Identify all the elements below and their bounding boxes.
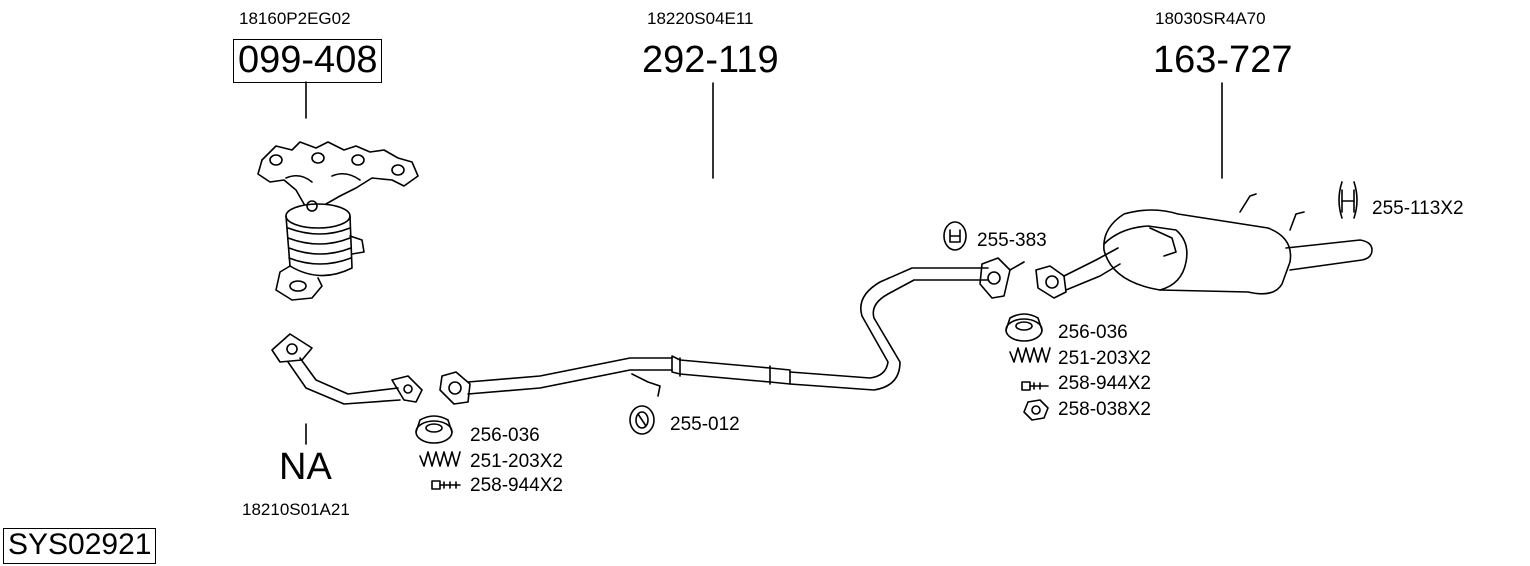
part-label-front-spring: 251-203X2 — [470, 451, 563, 472]
part-number-manifold: 099-408 — [233, 39, 383, 83]
part-number-rear-muffler: 163-727 — [1153, 39, 1293, 81]
part-number-front-pipe: NA — [279, 446, 332, 488]
part-label-mid-hanger: 255-012 — [670, 414, 740, 435]
bolt-icon — [431, 480, 461, 490]
part-label-rear-gasket: 256-036 — [1058, 322, 1128, 343]
system-code: SYS02921 — [3, 528, 157, 564]
part-label-rear-hanger-a: 255-383 — [977, 230, 1047, 251]
part-label-rear-hanger-b: 255-113X2 — [1372, 198, 1464, 219]
gasket-icon — [415, 415, 453, 444]
part-label-front-bolt: 258-944X2 — [470, 475, 563, 496]
rear-muffler-icon — [1035, 193, 1373, 299]
h-hanger-icon — [1338, 181, 1358, 219]
bolt-icon — [1021, 381, 1049, 391]
nut-icon — [1023, 399, 1049, 421]
oem-number-rear-muffler: 18030SR4A70 — [1155, 9, 1266, 28]
spring-icon — [1009, 347, 1051, 363]
oem-number-middle-pipe: 18220S04E11 — [647, 9, 754, 28]
exhaust-manifold-icon — [257, 141, 419, 301]
part-number-middle-pipe: 292-119 — [642, 39, 779, 81]
spring-icon — [419, 451, 461, 467]
part-label-rear-nut: 258-038X2 — [1058, 399, 1151, 420]
part-label-front-gasket: 256-036 — [470, 425, 540, 446]
oem-number-manifold: 18160P2EG02 — [239, 9, 351, 28]
part-label-rear-bolt: 258-944X2 — [1058, 373, 1151, 394]
oem-number-front-pipe: 18210S01A21 — [242, 500, 350, 519]
middle-pipe-icon — [439, 257, 1025, 405]
part-label-rear-spring: 251-203X2 — [1058, 348, 1151, 369]
front-pipe-icon — [271, 333, 423, 405]
gasket-icon — [1005, 313, 1043, 342]
rubber-hanger-icon — [943, 221, 967, 251]
rubber-hanger-icon — [629, 405, 655, 435]
